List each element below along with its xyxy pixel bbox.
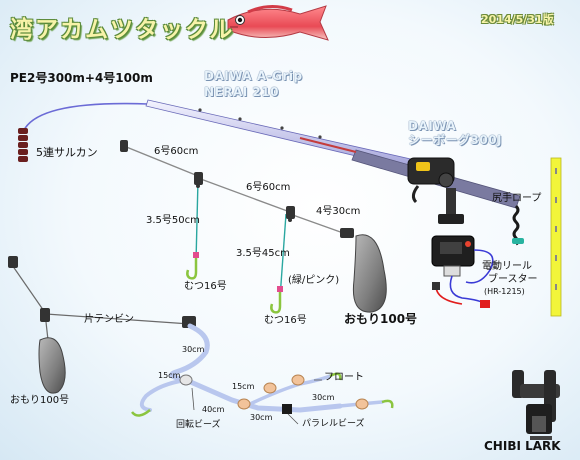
float-1 (263, 382, 277, 394)
main-sinker-label: おもり100号 (344, 312, 418, 326)
rod-brand: DAIWA A-Grip (204, 69, 303, 83)
len-30cm-bottom: 30cm (250, 413, 273, 422)
tenbin-sinker-label: おもり100号 (10, 395, 70, 406)
tenbin-leader (139, 323, 384, 413)
booster-name-line1: 電動リール (482, 261, 532, 272)
tenbin-hook-3 (381, 399, 394, 409)
swivel-top (120, 140, 128, 152)
float-2 (291, 374, 305, 386)
len-40cm: 40cm (202, 405, 225, 414)
leader1-length: 3.5号50cm (146, 215, 200, 226)
booster-device (431, 235, 494, 308)
rod-holder-clamp (438, 188, 464, 224)
len-30cm-right: 30cm (312, 393, 335, 402)
booster-model: (HR-1215) (484, 287, 525, 296)
reel-model: シーボーグ300J (408, 133, 503, 147)
swivel-bead-label: 回転ビーズ (176, 420, 221, 430)
len-15cm-left: 15cm (158, 371, 181, 380)
swivel-bead-pointer (191, 387, 195, 411)
booster-name-line2: ブースター (488, 274, 538, 285)
hook2-label: むつ16号 (264, 315, 307, 326)
float-4 (237, 398, 251, 410)
hook1-label: むつ16号 (184, 281, 227, 292)
marker-bar (550, 157, 562, 317)
swivel-label: 5連サルカン (36, 146, 98, 159)
hook-2 (270, 286, 283, 314)
fish-illustration (227, 5, 329, 41)
main-sinker (352, 234, 387, 313)
electric-reel (407, 157, 455, 204)
parallel-bead (282, 404, 292, 414)
date-label: 2014/5/31版 (481, 13, 554, 26)
branch1-length: 6号60cm (154, 146, 199, 157)
snap-swivel-sinker (340, 228, 354, 238)
tenbin-label: 片テンビン (84, 314, 134, 325)
chibi-lark-holder (512, 370, 560, 440)
parallel-bead-label: パラレルビーズ (302, 419, 365, 429)
rope-clip (512, 238, 524, 244)
swivel-bead (179, 374, 193, 386)
holder-label: CHIBI LARK (484, 439, 561, 453)
five-link-swivel (18, 128, 28, 162)
branch2-length: 6号60cm (246, 182, 291, 193)
len-30cm-top: 30cm (182, 345, 205, 354)
main-line (23, 102, 149, 131)
float-label: フロート (324, 372, 364, 383)
three-way-swivel-2 (286, 206, 295, 222)
float-3 (355, 398, 369, 410)
hook-1 (186, 252, 199, 280)
branch3-length: 4号30cm (316, 206, 361, 217)
leader2-length: 3.5号45cm (236, 248, 290, 259)
color-note: (緑/ピンク) (288, 275, 340, 286)
tenbin-rig (8, 256, 196, 394)
rope-label: 尻手ロープ (492, 193, 542, 204)
main-rig-lines (123, 145, 347, 299)
fishing-rod (145, 99, 521, 209)
line-spec: PE2号300m+4号100m (10, 71, 153, 85)
tenbin-hook-2 (329, 372, 342, 381)
three-way-swivel-1 (194, 172, 203, 188)
parallel-bead-pointer (287, 413, 299, 425)
page-title: 湾アカムツタックル (10, 17, 235, 43)
reel-brand: DAIWA (408, 119, 457, 133)
rod-model: NERAI 210 (204, 85, 279, 99)
len-15cm-right: 15cm (232, 382, 255, 391)
tenbin-hook-1 (131, 409, 151, 417)
